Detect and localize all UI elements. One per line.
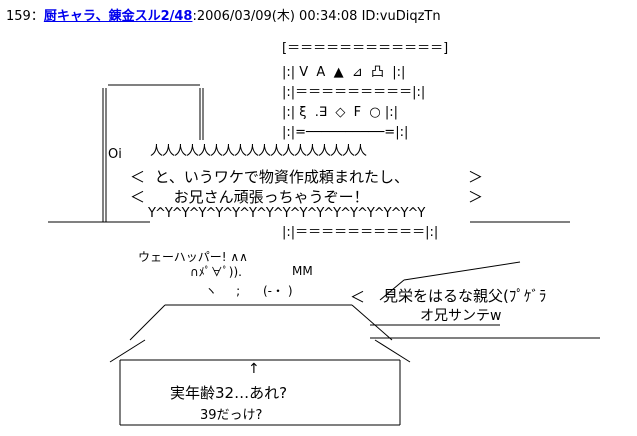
bubble-line-2: オ兄サンテw: [420, 308, 502, 324]
box-top: [＝＝＝＝＝＝＝＝＝＝＝＝]: [282, 41, 449, 56]
symbol-row-2: |:|＝＝＝＝＝＝＝＝＝|:|: [282, 85, 426, 100]
up-arrow: ↑: [248, 361, 260, 377]
speech-right-2: ＞: [468, 188, 484, 206]
post-info: :2006/03/09(木) 00:34:08 ID:vuDiqzTn: [192, 9, 441, 24]
symbol-row-4: |:|=──────────=|:|: [282, 125, 409, 140]
age-line-1: 実年齢32…あれ?: [170, 384, 288, 402]
bubble-arrow: ＜: [350, 288, 366, 306]
wave-top: 人人人人人人人人人人人人人人人人人人: [150, 144, 367, 159]
speech-right-1: ＞: [468, 168, 484, 186]
hands-text: ヽ ; (-・ ): [205, 284, 293, 298]
weehappa-text: ウェーハッパー! ∧∧: [138, 250, 248, 264]
oi-label: Oi: [108, 147, 122, 162]
wave-bottom: Y^Y^Y^Y^Y^Y^Y^Y^Y^Y^Y^Y^Y^Y^Y^Y^Y: [148, 206, 425, 221]
age-line-2: 39だっけ?: [200, 408, 263, 423]
speech-line-1: ＜ と、いうワケで物資作成頼まれたし、: [130, 168, 409, 186]
post-header: 159：厨キャラ、錬金スル2/48:2006/03/09(木) 00:34:08…: [6, 5, 441, 24]
face-1: ∩ﾒﾟ∀ﾟ)).: [190, 265, 242, 279]
box-bottom: |:|＝＝＝＝＝＝＝＝＝＝|:|: [282, 225, 439, 240]
poster-name-link[interactable]: 厨キャラ、錬金スル2/48: [43, 9, 193, 24]
mm-text: MM: [292, 264, 313, 278]
symbol-row-1: |:| V A ▲ ⊿ 凸 |:|: [282, 65, 406, 80]
speech-line-2: ＜ お兄さん頑張っちゃうぞー！: [130, 188, 369, 206]
symbol-row-3: |:| ξ .∃ ◇ F ○ |:|: [282, 105, 399, 120]
bubble-line-1: 見栄をはるな親父(ﾌﾟｹﾞﾗ: [383, 287, 547, 305]
post-number: 159: [6, 9, 31, 24]
post-colon: ：: [30, 9, 44, 24]
